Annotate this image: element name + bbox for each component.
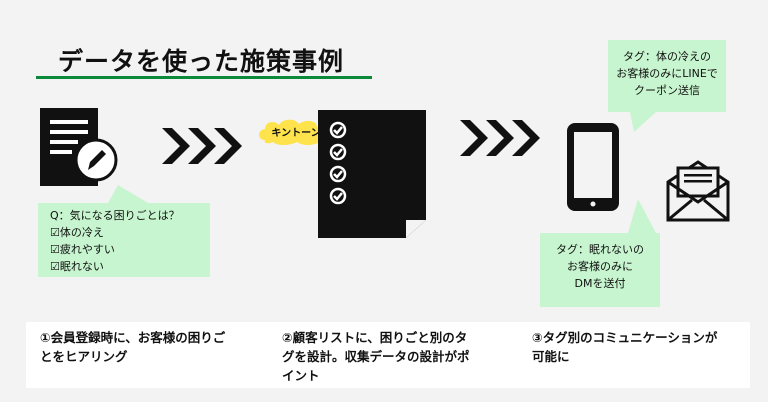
callout-line: お客様のみにLINEで — [616, 67, 718, 80]
steps-panel: ①会員登録時に、お客様の困りご とをヒアリング ②顧客リストに、困りごと別のタ … — [26, 322, 750, 388]
form-with-pen-icon — [40, 108, 118, 186]
step-1: ①会員登録時に、お客様の困りご とをヒアリング — [40, 328, 225, 366]
cloud-label: キントーン — [255, 116, 337, 146]
step-3: ③タグ別のコミュニケーションが 可能に — [532, 328, 717, 366]
step-text: ①会員登録時に、お客様の困りご — [40, 330, 226, 345]
cloud-text: キントーン — [271, 128, 321, 139]
smartphone-icon — [567, 123, 619, 211]
envelope-icon — [666, 160, 730, 222]
step-text: グを設計。収集データの設計がポ — [282, 349, 470, 364]
chevrons-right-icon — [162, 128, 242, 164]
page-title: データを使った施策事例 — [58, 47, 345, 76]
step-2: ②顧客リストに、困りごと別のタ グを設計。収集データの設計がポ イント — [282, 328, 470, 385]
title-underline — [36, 76, 372, 79]
callout-line: クーポン送信 — [634, 84, 700, 97]
callout-line: タグ：体の冷えの — [623, 50, 711, 63]
tag-callout-dm: タグ：眠れないの お客様のみに DMを送付 — [540, 199, 660, 307]
callout-line: ☑疲れやすい — [50, 243, 115, 256]
chevrons-right-icon — [460, 120, 540, 156]
callout-line: お客様のみに — [567, 260, 633, 273]
cloud-icon — [259, 119, 331, 145]
tag-callout-line: タグ：体の冷えの お客様のみにLINEで クーポン送信 — [608, 40, 726, 132]
question-callout: Q：気になる困りごとは？ ☑体の冷え ☑疲れやすい ☑眠れない — [38, 185, 210, 277]
step-text: イント — [282, 368, 320, 383]
step-text: とをヒアリング — [40, 349, 128, 364]
step-text: 可能に — [532, 349, 570, 364]
step-text: ②顧客リストに、困りごと別のタ — [282, 330, 468, 345]
callout-line: タグ：眠れないの — [556, 243, 644, 256]
callout-line: Q：気になる困りごとは？ — [50, 209, 180, 222]
callout-line: DMを送付 — [574, 277, 626, 290]
step-text: ③タグ別のコミュニケーションが — [532, 330, 718, 345]
callout-line: ☑眠れない — [50, 260, 104, 273]
checklist-document-icon — [318, 110, 426, 238]
callout-line: ☑体の冷え — [50, 226, 104, 239]
